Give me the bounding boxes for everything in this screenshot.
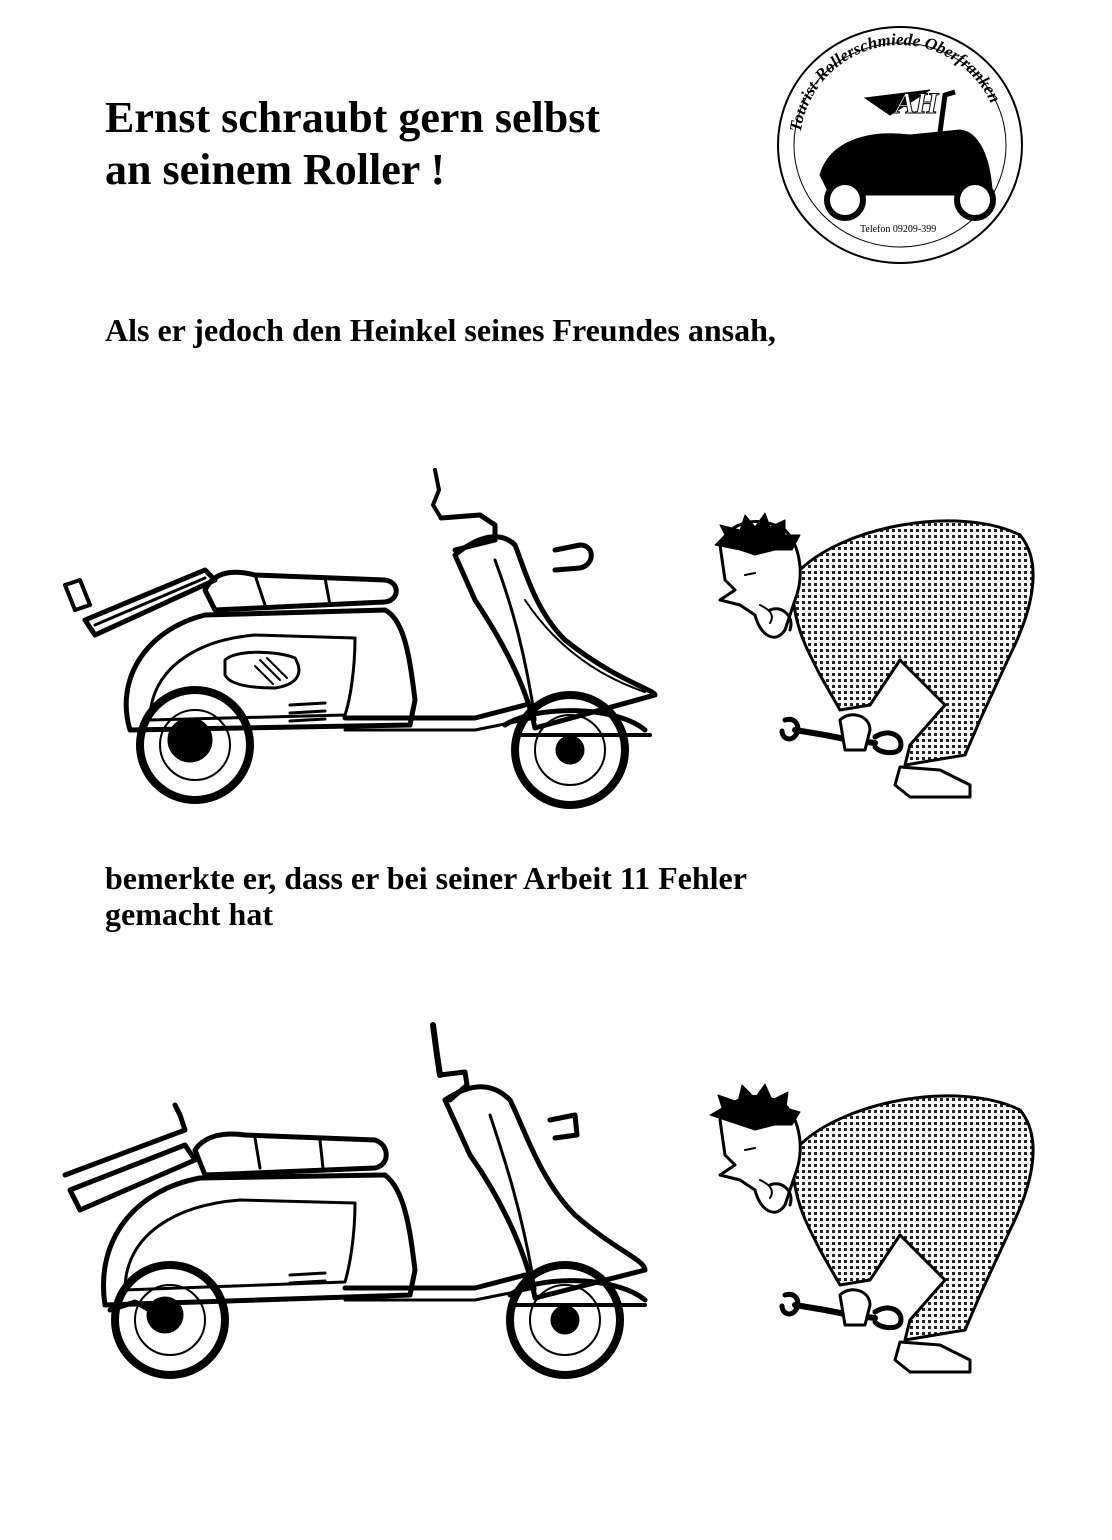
caption-second: bemerkte er, dass er bei seiner Arbeit 1… [105,860,747,932]
logo-phone-text: Telefon 09209-399 [860,224,936,235]
svg-text:AH: AH [893,87,940,120]
scooter-modified-icon [62,1022,648,1379]
page-title: Ernst schraubt gern selbst an seinem Rol… [105,92,600,196]
title-line-1: Ernst schraubt gern selbst [105,93,601,142]
heinkel-scooter-workshop-logo: Tourist-Rollerschmiede Oberfranken AH Te… [777,26,1023,264]
scooter-original-icon [63,468,658,809]
title-line-2: an seinem Roller ! [105,145,446,194]
mechanic-icon [709,1083,1035,1374]
caption-first: Als er jedoch den Heinkel seines Freunde… [105,312,776,348]
caption-second-line-1: bemerkte er, dass er bei seiner Arbeit 1… [105,860,747,896]
caption-second-line-2: gemacht hat [105,896,273,932]
mechanic-icon [714,512,1035,799]
